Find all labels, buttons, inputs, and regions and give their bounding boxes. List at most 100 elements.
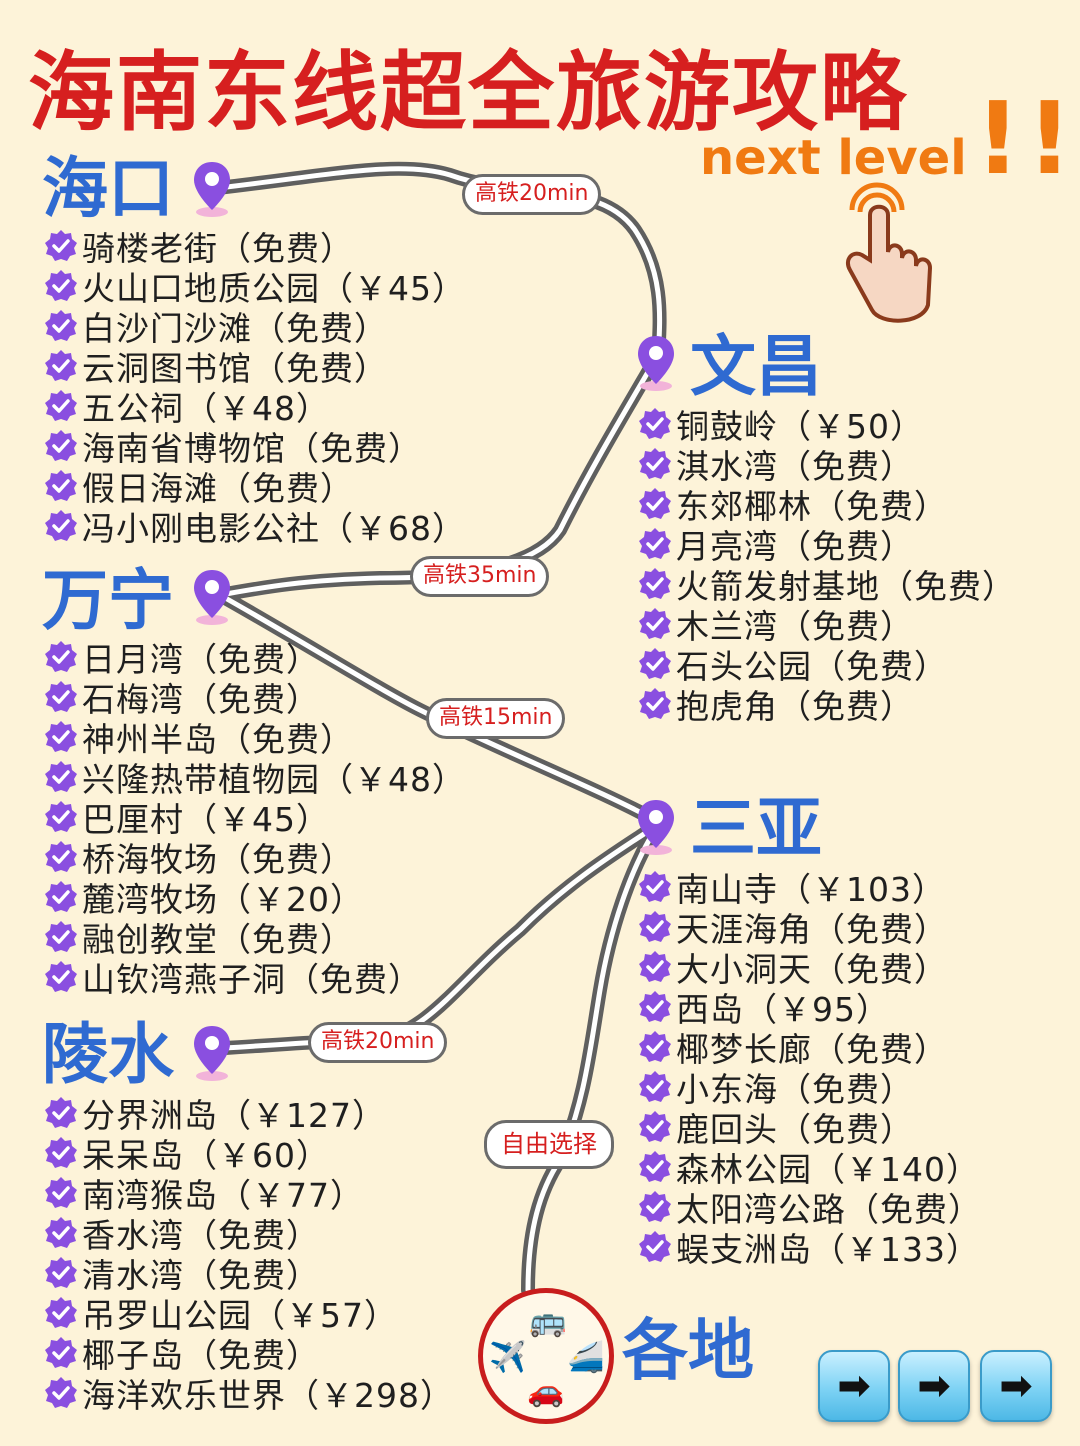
spot-label: 融创教堂（免费） xyxy=(82,920,354,959)
spot-label: 白沙门沙滩（免费） xyxy=(82,309,388,348)
spot-item: 东郊椰林（免费） xyxy=(638,484,1016,526)
verified-check-icon xyxy=(45,430,77,461)
route-label-wanning-sanya: 高铁15min xyxy=(426,698,566,739)
spot-label: 吊罗山公园（￥57） xyxy=(82,1296,398,1335)
spot-item: 桥海牧场（免费） xyxy=(44,837,466,879)
spot-label: 兴隆热带植物园（￥48） xyxy=(82,760,466,799)
verified-check-icon xyxy=(639,1071,671,1102)
spot-item: 兴隆热带植物园（￥48） xyxy=(44,757,466,799)
verified-check-icon xyxy=(639,688,671,719)
verified-check-icon xyxy=(639,608,671,639)
spot-label: 椰子岛（免费） xyxy=(82,1336,320,1375)
verified-check-icon xyxy=(639,951,671,982)
spot-item: 椰子岛（免费） xyxy=(44,1333,454,1375)
spot-label: 火山口地质公园（￥45） xyxy=(82,269,466,308)
spot-label: 森林公园（￥140） xyxy=(676,1150,980,1189)
location-pin-icon xyxy=(638,800,674,855)
transport-hub: 🚌 🚄 🚗 ✈️ xyxy=(478,1288,614,1424)
spot-item: 冯小刚电影公社（￥68） xyxy=(44,506,466,548)
spot-item: 融创教堂（免费） xyxy=(44,917,466,959)
spot-item: 西岛（￥95） xyxy=(638,987,982,1029)
next-arrow-button-1[interactable]: ➡ xyxy=(818,1350,890,1422)
spot-item: 骑楼老街（免费） xyxy=(44,226,466,268)
verified-check-icon xyxy=(45,1097,77,1128)
exclamation-mark: !! xyxy=(975,80,1079,197)
verified-check-icon xyxy=(45,270,77,301)
verified-check-icon xyxy=(639,1031,671,1062)
spot-label: 神州半岛（免费） xyxy=(82,720,354,759)
spot-label: 假日海滩（免费） xyxy=(82,469,354,508)
spot-item: 石梅湾（免费） xyxy=(44,677,466,719)
verified-check-icon xyxy=(45,1137,77,1168)
city-haikou-heading: 海口 xyxy=(42,150,174,227)
location-pin-icon xyxy=(194,1026,230,1081)
next-arrow-button-3[interactable]: ➡ xyxy=(980,1350,1052,1422)
spot-item: 木兰湾（免费） xyxy=(638,604,1016,646)
spot-label: 木兰湾（免费） xyxy=(676,607,914,646)
spot-label: 南湾猴岛（￥77） xyxy=(82,1176,364,1215)
spot-label: 南山寺（￥103） xyxy=(676,870,946,909)
verified-check-icon xyxy=(639,488,671,519)
spot-label: 海洋欢乐世界（￥298） xyxy=(82,1376,454,1415)
tap-hand-icon xyxy=(845,182,933,323)
next-arrow-button-2[interactable]: ➡ xyxy=(898,1350,970,1422)
spot-item: 火山口地质公园（￥45） xyxy=(44,266,466,308)
spot-item: 椰梦长廊（免费） xyxy=(638,1027,982,1069)
sanya-spot-list: 南山寺（￥103）天涯海角（免费）大小洞天（免费）西岛（￥95）椰梦长廊（免费）… xyxy=(638,867,982,1269)
spot-label: 蜈支洲岛（￥133） xyxy=(676,1230,980,1269)
route-label-gedi-sanya: 自由选择 xyxy=(484,1120,614,1170)
spot-item: 假日海滩（免费） xyxy=(44,466,466,508)
spot-label: 火箭发射基地（免费） xyxy=(676,567,1016,606)
wenchang-spot-list: 铜鼓岭（￥50）淇水湾（免费）东郊椰林（免费）月亮湾（免费）火箭发射基地（免费）… xyxy=(638,404,1016,726)
spot-label: 天涯海角（免费） xyxy=(676,910,948,949)
spot-item: 南湾猴岛（￥77） xyxy=(44,1173,454,1215)
verified-check-icon xyxy=(639,1151,671,1182)
verified-check-icon xyxy=(45,470,77,501)
verified-check-icon xyxy=(639,528,671,559)
verified-check-icon xyxy=(45,1177,77,1208)
spot-item: 五公祠（￥48） xyxy=(44,386,466,428)
verified-check-icon xyxy=(45,1297,77,1328)
verified-check-icon xyxy=(639,911,671,942)
city-gedi-heading: 各地 xyxy=(622,1312,754,1389)
spot-label: 海南省博物馆（免费） xyxy=(82,429,422,468)
spot-item: 呆呆岛（￥60） xyxy=(44,1133,454,1175)
verified-check-icon xyxy=(639,1111,671,1142)
spot-item: 淇水湾（免费） xyxy=(638,444,1016,486)
spot-item: 森林公园（￥140） xyxy=(638,1147,982,1189)
verified-check-icon xyxy=(45,230,77,261)
spot-label: 麓湾牧场（￥20） xyxy=(82,880,364,919)
verified-check-icon xyxy=(45,390,77,421)
spot-label: 山钦湾燕子洞（免费） xyxy=(82,960,422,999)
spot-item: 蜈支洲岛（￥133） xyxy=(638,1227,982,1269)
spot-item: 铜鼓岭（￥50） xyxy=(638,404,1016,446)
spot-item: 火箭发射基地（免费） xyxy=(638,564,1016,606)
spot-label: 小东海（免费） xyxy=(676,1070,914,1109)
spot-label: 月亮湾（免费） xyxy=(676,527,914,566)
spot-label: 日月湾（免费） xyxy=(82,640,320,679)
spot-item: 石头公园（免费） xyxy=(638,644,1016,686)
spot-label: 巴厘村（￥45） xyxy=(82,800,330,839)
verified-check-icon xyxy=(639,408,671,439)
spot-label: 东郊椰林（免费） xyxy=(676,487,948,526)
route-label-haikou-wenchang: 高铁20min xyxy=(462,174,602,215)
verified-check-icon xyxy=(45,881,77,912)
location-pin-icon xyxy=(638,336,674,391)
spot-label: 太阳湾公路（免费） xyxy=(676,1190,982,1229)
spot-label: 抱虎角（免费） xyxy=(676,687,914,726)
verified-check-icon xyxy=(45,921,77,952)
spot-item: 分界洲岛（￥127） xyxy=(44,1093,454,1135)
city-sanya-heading: 三亚 xyxy=(690,790,822,867)
spot-label: 冯小刚电影公社（￥68） xyxy=(82,509,466,548)
verified-check-icon xyxy=(45,510,77,541)
verified-check-icon xyxy=(45,681,77,712)
spot-label: 云洞图书馆（免费） xyxy=(82,349,388,388)
spot-label: 石头公园（免费） xyxy=(676,647,948,686)
verified-check-icon xyxy=(45,761,77,792)
spot-label: 铜鼓岭（￥50） xyxy=(676,407,924,446)
haikou-spot-list: 骑楼老街（免费）火山口地质公园（￥45）白沙门沙滩（免费）云洞图书馆（免费）五公… xyxy=(44,226,466,548)
spot-item: 清水湾（免费） xyxy=(44,1253,454,1295)
spot-item: 神州半岛（免费） xyxy=(44,717,466,759)
spot-label: 香水湾（免费） xyxy=(82,1216,320,1255)
verified-check-icon xyxy=(639,991,671,1022)
